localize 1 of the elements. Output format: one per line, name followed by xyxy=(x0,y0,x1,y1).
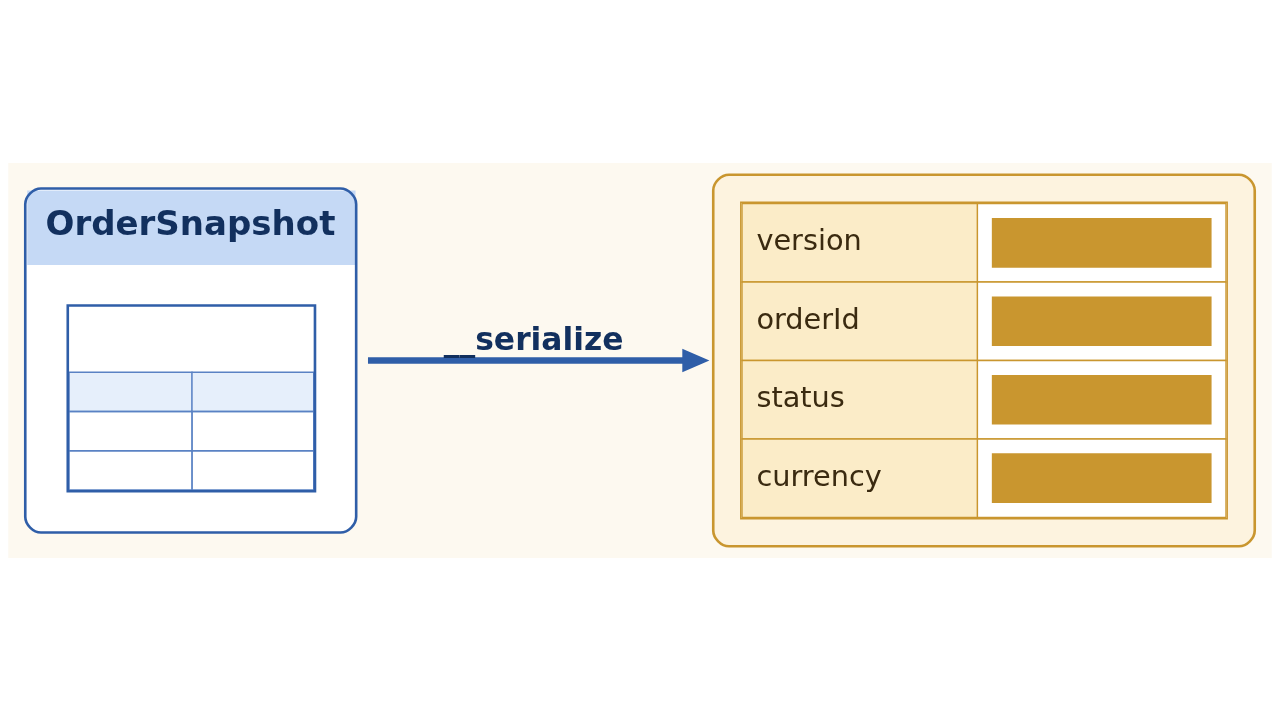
edge-label: __serialize xyxy=(443,320,624,357)
